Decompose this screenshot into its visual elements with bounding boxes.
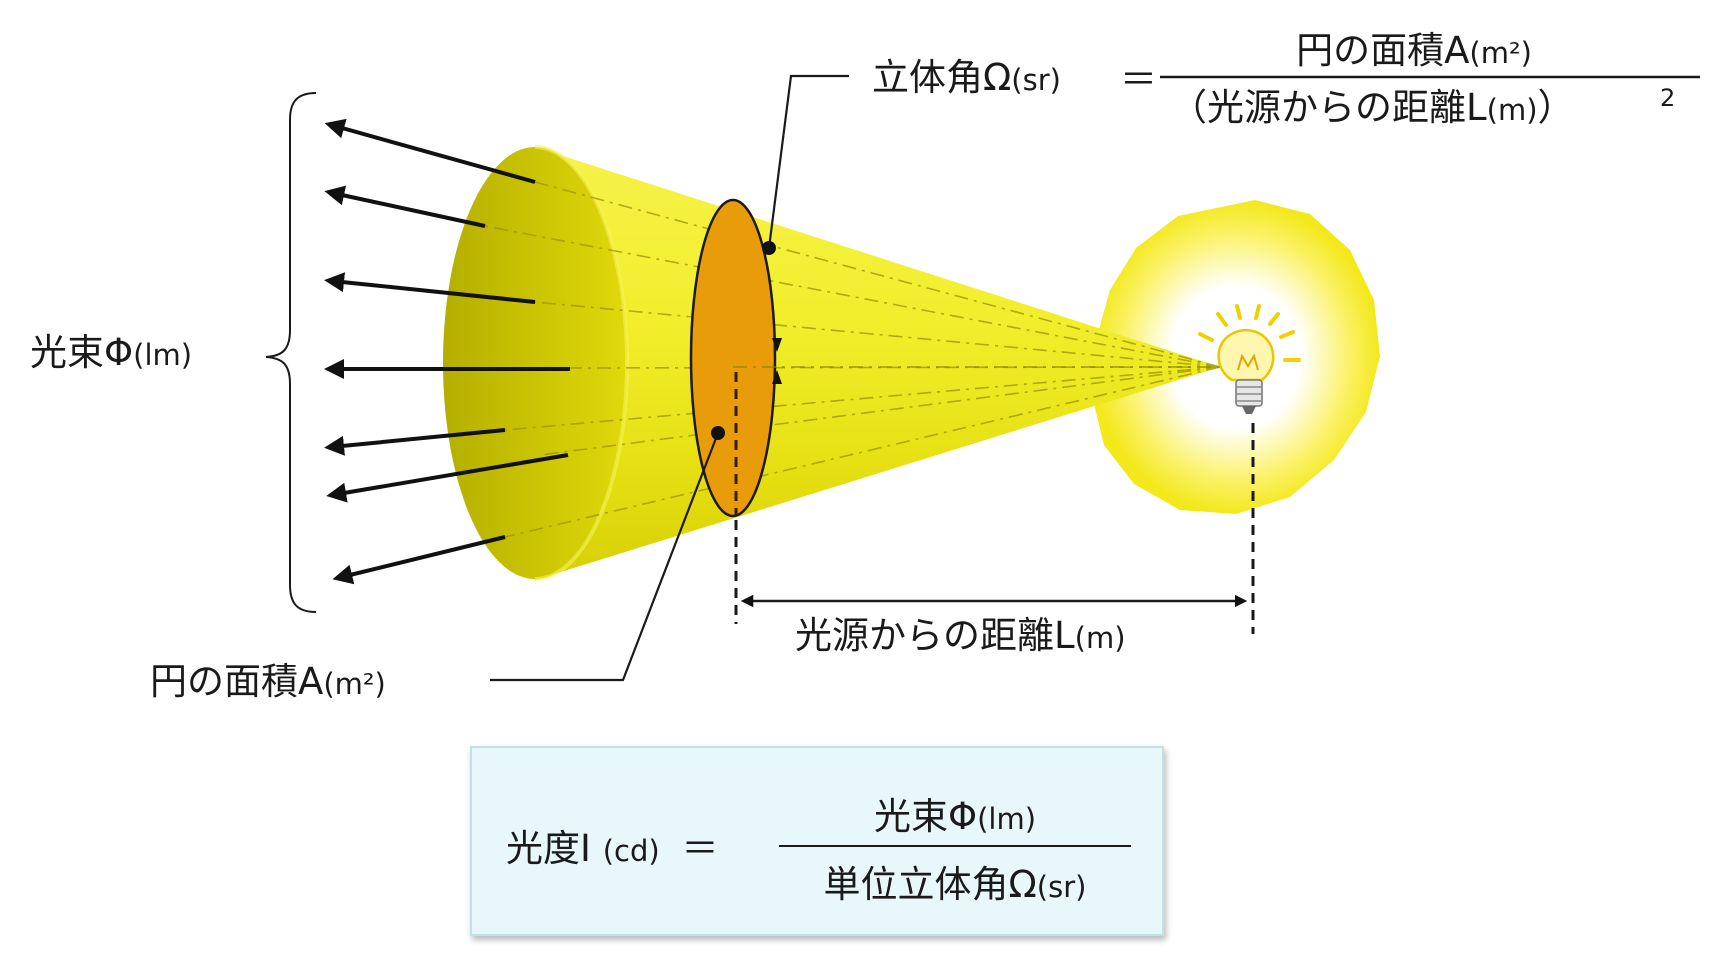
intensity-numerator-unit: (lm) xyxy=(977,802,1037,836)
flux-unit: (lm) xyxy=(133,338,192,372)
flux-arrow xyxy=(324,185,486,228)
light-cone xyxy=(535,147,1220,580)
flux-arrow xyxy=(326,453,569,503)
solid-angle-equals: ＝ xyxy=(1120,58,1157,101)
svg-text:立体角Ω(sr): 立体角Ω(sr) xyxy=(872,56,1061,99)
radius-arrows xyxy=(772,338,782,384)
area-unit: (m²) xyxy=(323,667,386,701)
solid-angle-numerator: 円の面積A xyxy=(1296,29,1469,72)
intensity-formula-lhs: 光度I (cd) ＝ xyxy=(506,818,718,872)
solid-angle-denominator-unit: (m) xyxy=(1487,93,1538,127)
distance-label: 光源からの距離L xyxy=(795,614,1075,657)
area-leader-dot xyxy=(711,426,725,440)
cross-section-area xyxy=(689,198,777,518)
area-label: 円の面積A xyxy=(150,660,323,703)
solid-angle-label: 立体角Ω xyxy=(872,56,1011,99)
svg-text:（光源からの距離L(m)）: （光源からの距離L(m)） xyxy=(1170,86,1575,129)
distance-unit: (m) xyxy=(1075,621,1126,655)
intensity-numerator-label: 光束Φ xyxy=(873,795,978,838)
flux-arrows xyxy=(324,118,570,585)
intensity-denominator: 単位立体角Ω(sr) xyxy=(779,854,1131,908)
cone-rim-highlight xyxy=(534,145,629,581)
cone-opening xyxy=(443,147,627,579)
brace-icon xyxy=(265,92,317,613)
area-leader-line xyxy=(490,432,720,682)
svg-text:光源からの距離L(m): 光源からの距離L(m) xyxy=(795,614,1126,657)
svg-text:円の面積A(m²): 円の面積A(m²) xyxy=(150,660,386,703)
flux-arrow xyxy=(324,272,536,304)
solid-angle-exponent: 2 xyxy=(1660,84,1675,112)
solid-angle-denominator-close: ） xyxy=(1538,86,1575,129)
solid-angle-denominator-open: （ xyxy=(1170,86,1207,129)
solid-angle-unit: (sr) xyxy=(1011,63,1061,97)
intensity-equals: ＝ xyxy=(681,827,719,870)
intensity-denominator-unit: (sr) xyxy=(1036,870,1087,904)
flux-arrow xyxy=(324,118,536,184)
flux-arrow xyxy=(324,428,506,456)
intensity-unit: (cd) xyxy=(602,834,660,868)
intensity-label: 光度I xyxy=(506,827,591,870)
intensity-formula-box: 光度I (cd) ＝ 光束Φ(lm) 単位立体角Ω(sr) xyxy=(470,746,1164,936)
solid-angle-leader-dot xyxy=(762,241,776,255)
solid-angle-denominator: 光源からの距離L xyxy=(1207,86,1487,129)
intensity-denominator-label: 単位立体角Ω xyxy=(823,863,1037,906)
flux-label: 光束Φ xyxy=(30,331,133,374)
intensity-numerator: 光束Φ(lm) xyxy=(779,786,1131,840)
svg-text:光束Φ(lm): 光束Φ(lm) xyxy=(30,331,192,374)
svg-text:円の面積A(m²): 円の面積A(m²) xyxy=(1296,29,1532,72)
intensity-fraction-bar xyxy=(779,845,1131,847)
flux-arrow xyxy=(332,535,506,585)
solid-angle-leader-line xyxy=(767,74,849,249)
solid-angle-numerator-unit: (m²) xyxy=(1469,36,1532,70)
light-bulb-icon xyxy=(1198,304,1301,414)
